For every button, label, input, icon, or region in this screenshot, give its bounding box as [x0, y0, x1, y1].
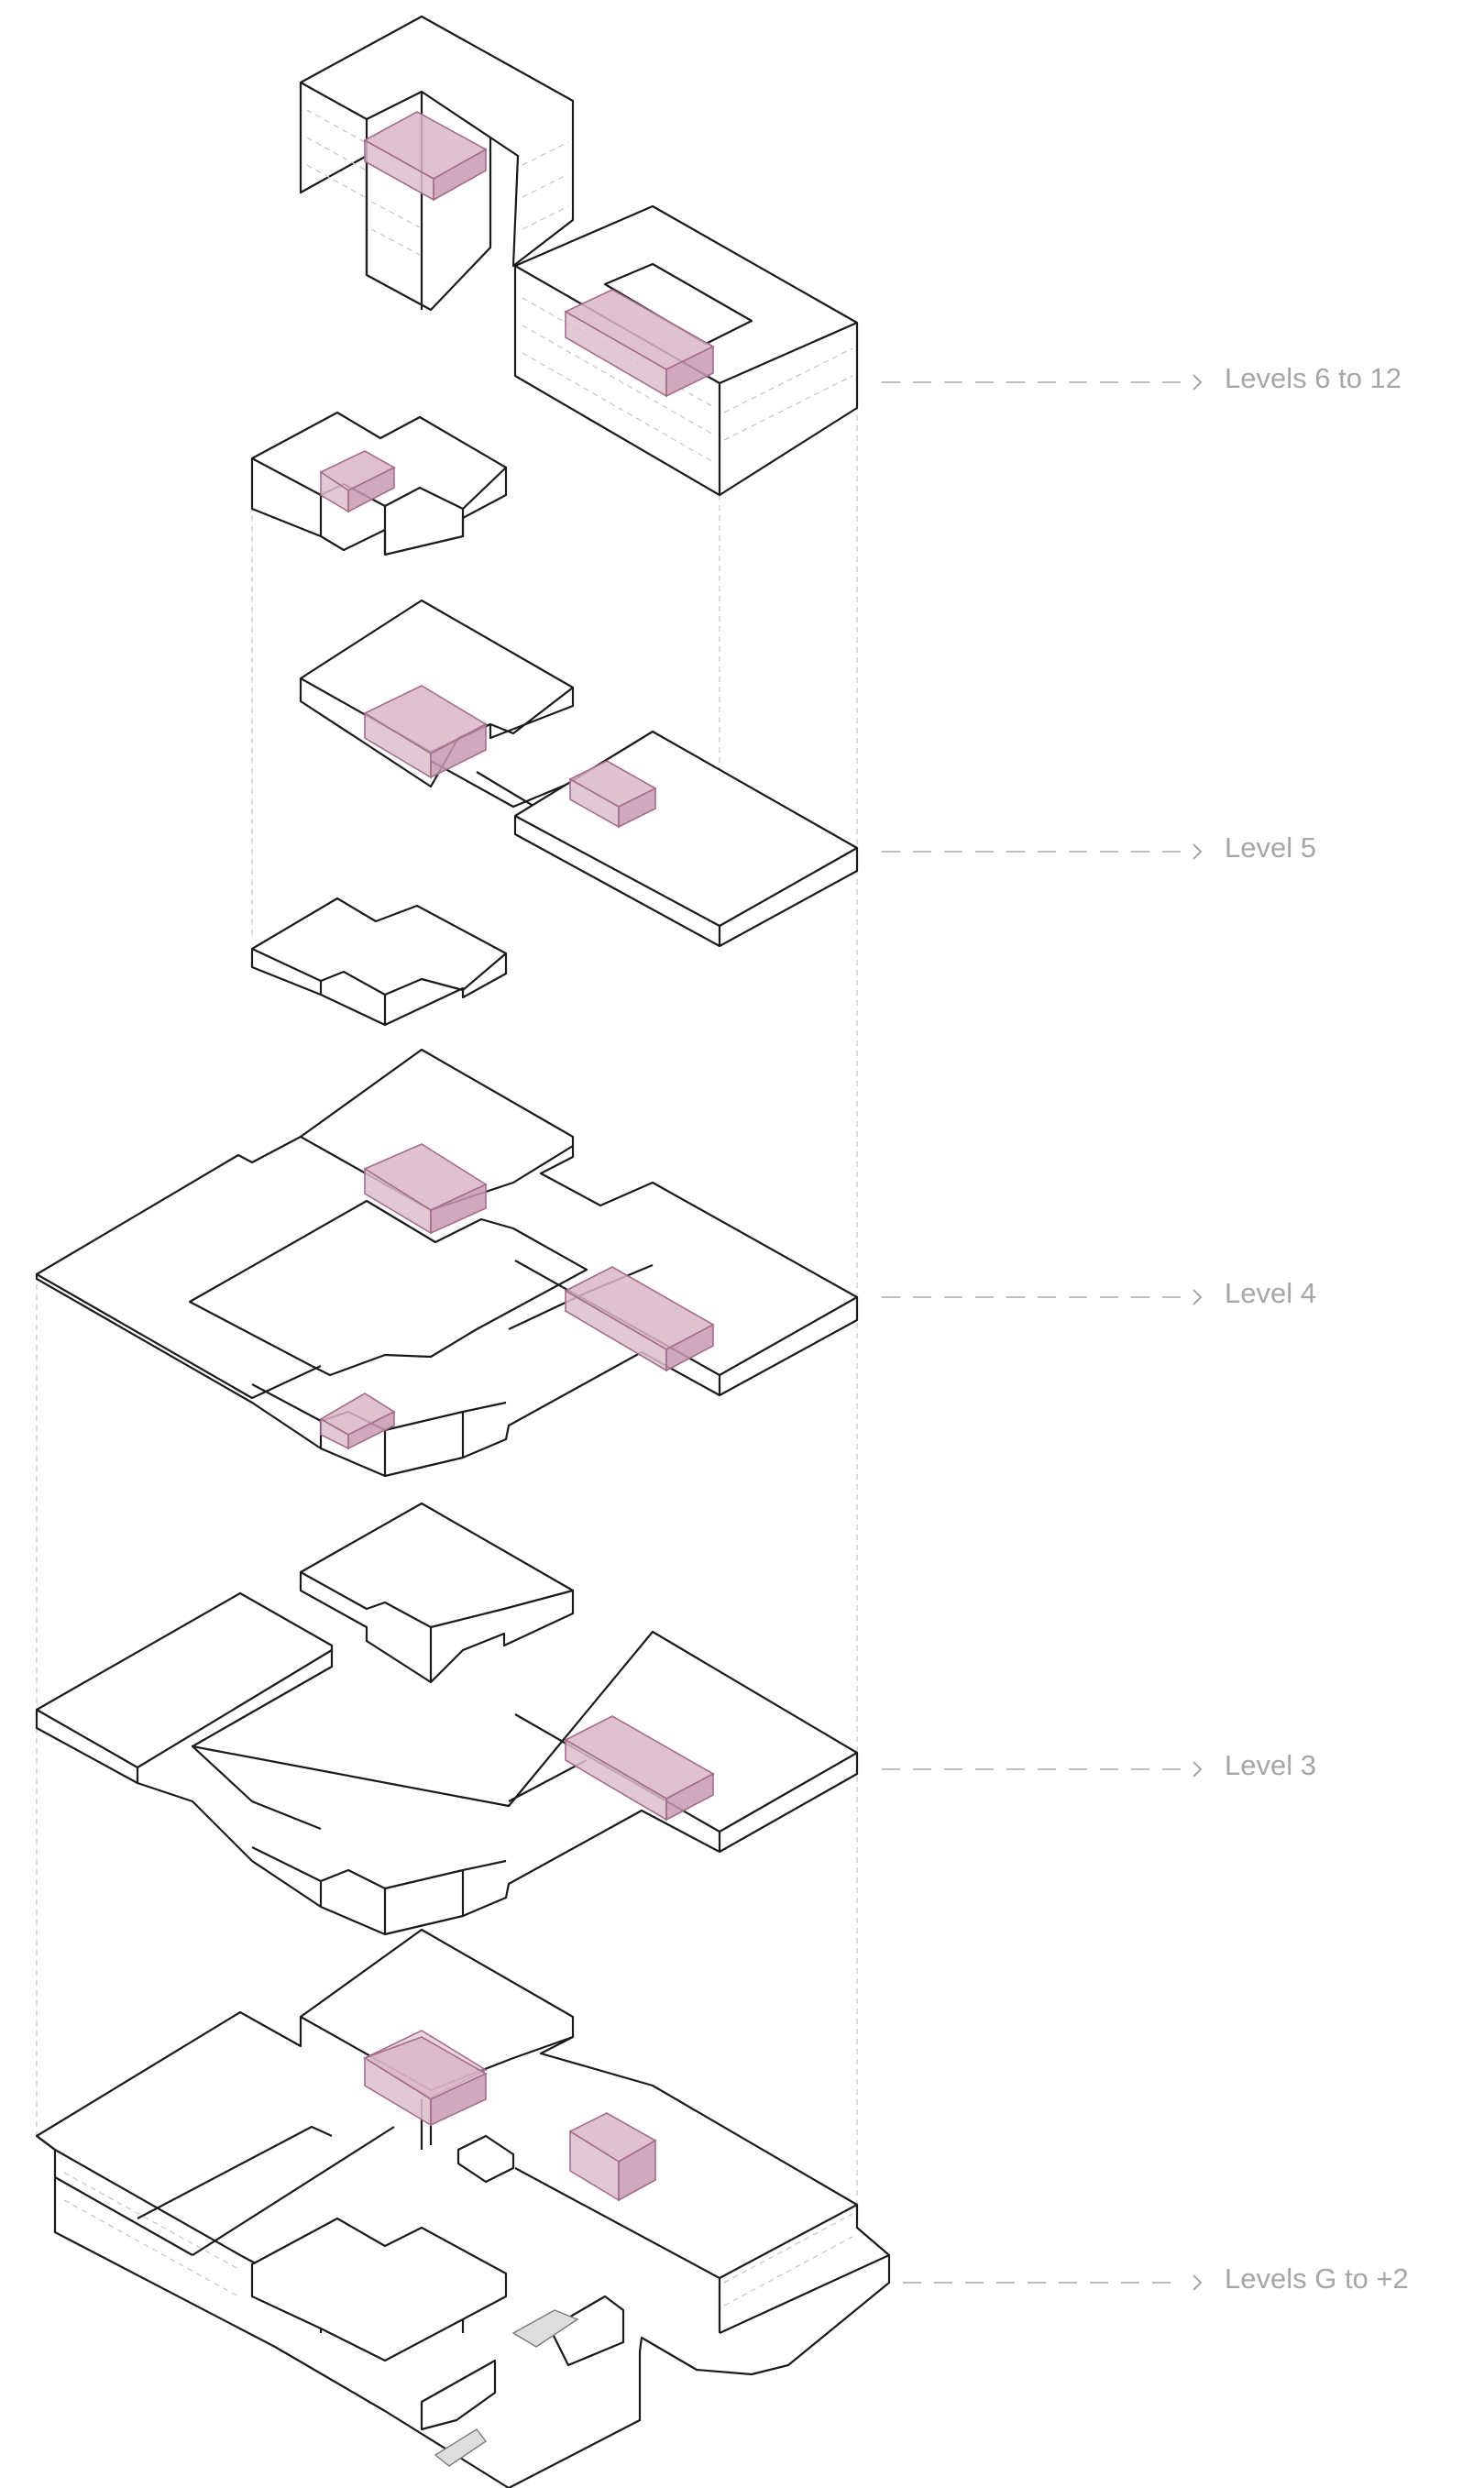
level-label: Levels G to +2 — [1225, 2262, 1409, 2295]
level-label: Level 5 — [1225, 831, 1316, 864]
level-3-main-slab — [35, 1591, 859, 1936]
label-levels-6-12: Levels 6 to 12 — [882, 362, 1402, 394]
chevron-right-icon — [1193, 374, 1203, 391]
tower-left — [299, 15, 575, 312]
chevron-right-icon — [1193, 1289, 1203, 1305]
chevron-right-icon — [1193, 1761, 1203, 1778]
chevron-right-icon — [1193, 2274, 1203, 2291]
small-block-upper — [250, 411, 508, 556]
level-4-block — [35, 1048, 859, 1478]
level-3-block — [35, 1502, 859, 1936]
label-level-4: Level 4 — [882, 1277, 1316, 1309]
tower-right-block — [513, 204, 859, 497]
levels-6-12-block — [250, 15, 859, 556]
level-5-small-block — [250, 897, 508, 1027]
level-5-block — [250, 599, 859, 1027]
level-label: Level 3 — [1225, 1749, 1316, 1781]
levels-g-2-block — [35, 1928, 891, 2488]
vertical-alignment-lines — [36, 385, 858, 2218]
level-3-top-slab — [299, 1502, 575, 1684]
chevron-right-icon — [1193, 843, 1203, 860]
label-level-5: Level 5 — [882, 831, 1316, 864]
label-level-3: Level 3 — [882, 1749, 1316, 1781]
level-label: Level 4 — [1225, 1277, 1316, 1309]
level-5-right-slab — [513, 730, 859, 948]
level-label: Levels 6 to 12 — [1225, 362, 1402, 394]
label-levels-g-2: Levels G to +2 — [903, 2262, 1409, 2295]
